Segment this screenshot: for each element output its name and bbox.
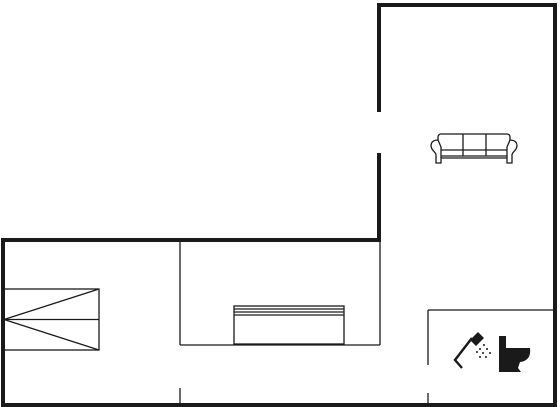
sofa-arm-left: [430, 139, 442, 164]
sofa-icon: [430, 133, 518, 164]
shower-drop-4: [479, 348, 481, 350]
outer-walls: [1, 3, 557, 407]
shower-hose: [453, 337, 473, 369]
shower-drop-3: [489, 352, 491, 354]
shower-icon: [453, 332, 491, 369]
stair-arrow-lower: [3, 318, 100, 351]
toilet-bowl: [506, 348, 531, 372]
staircase-icon: [3, 288, 100, 351]
toilet-tank: [499, 336, 506, 372]
sofa-arm-right: [506, 139, 518, 164]
shower-drop-1: [483, 344, 485, 346]
shower-drop-6: [485, 356, 487, 358]
sofa-back: [437, 133, 511, 157]
interior-walls: [179, 240, 555, 405]
radiator-bench-icon: [233, 305, 345, 345]
shower-drop-2: [486, 348, 488, 350]
shower-drop-7: [476, 351, 478, 353]
shower-drop-8: [479, 356, 481, 358]
shower-head: [470, 332, 484, 346]
toilet-icon: [499, 336, 531, 372]
shower-drop-5: [482, 352, 484, 354]
stair-arrow-upper: [3, 288, 100, 321]
